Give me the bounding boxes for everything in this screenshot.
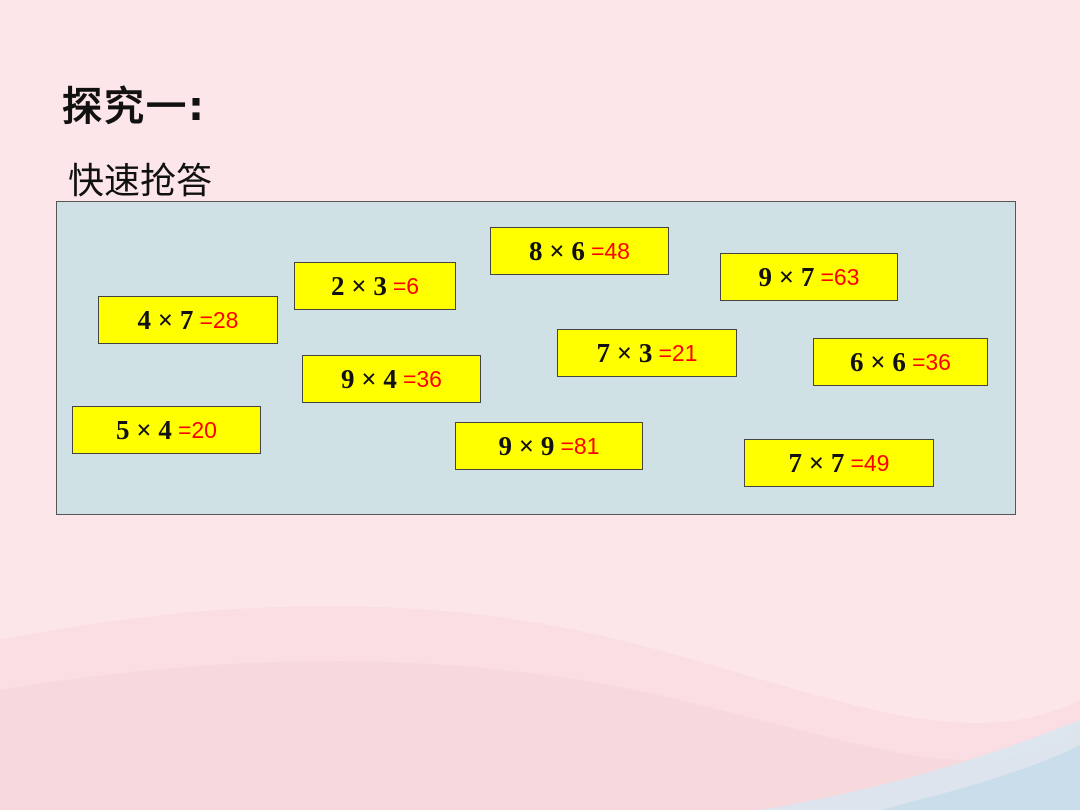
card-expression: 8 × 6 xyxy=(529,235,585,266)
card-expression: 7 × 3 xyxy=(596,337,653,368)
multiplication-card[interactable]: 2 × 3 =6 xyxy=(294,262,456,310)
slide-title: 探究一: xyxy=(62,84,206,130)
card-expression: 9 × 4 xyxy=(341,363,397,394)
card-answer: =81 xyxy=(560,432,600,459)
card-expression: 7 × 7 xyxy=(788,447,845,478)
multiplication-card[interactable]: 4 × 7 =28 xyxy=(98,296,278,344)
card-expression: 4 × 7 xyxy=(137,304,194,335)
multiplication-card[interactable]: 5 × 4 =20 xyxy=(72,406,261,454)
quiz-panel: 8 × 6 =48 2 × 3 =6 9 × 7 =63 4 × 7 =28 7… xyxy=(56,201,1016,515)
card-answer: =6 xyxy=(392,272,420,299)
card-expression: 2 × 3 xyxy=(330,270,387,301)
card-answer: =28 xyxy=(199,306,239,333)
card-expression: 5 × 4 xyxy=(116,414,172,445)
card-expression: 9 × 9 xyxy=(498,430,555,461)
multiplication-card[interactable]: 6 × 6 =36 xyxy=(813,338,988,386)
multiplication-card[interactable]: 7 × 3 =21 xyxy=(557,329,737,377)
card-answer: =49 xyxy=(850,449,890,476)
multiplication-card[interactable]: 9 × 9 =81 xyxy=(455,422,643,470)
multiplication-card[interactable]: 8 × 6 =48 xyxy=(490,227,669,275)
card-answer: =48 xyxy=(590,237,630,264)
multiplication-card[interactable]: 9 × 7 =63 xyxy=(720,253,898,301)
card-answer: =63 xyxy=(820,263,860,290)
card-answer: =21 xyxy=(658,339,698,366)
card-answer: =36 xyxy=(911,348,951,375)
card-expression: 9 × 7 xyxy=(758,261,815,292)
slide-subtitle: 快速抢答 xyxy=(68,161,213,202)
multiplication-card[interactable]: 9 × 4 =36 xyxy=(302,355,481,403)
card-answer: =36 xyxy=(402,365,442,392)
multiplication-card[interactable]: 7 × 7 =49 xyxy=(744,439,934,487)
card-expression: 6 × 6 xyxy=(850,346,906,377)
card-answer: =20 xyxy=(177,416,217,443)
